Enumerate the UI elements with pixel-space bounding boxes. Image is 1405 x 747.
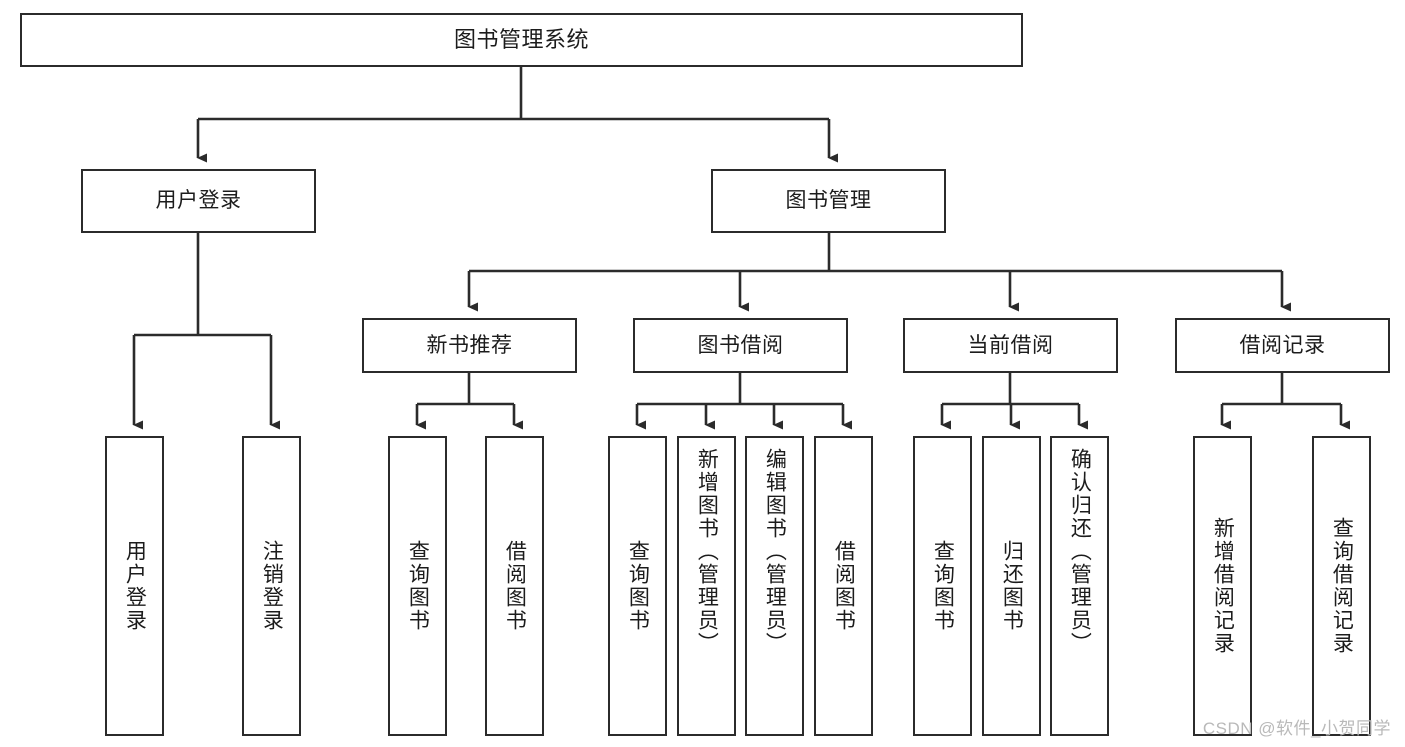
leaf-label: 确认归还（管理员） [1068, 448, 1092, 655]
leaf-label: 查询图书 [626, 540, 650, 632]
node-label: 图书借阅 [697, 333, 784, 357]
leaf-label: 查询借阅记录 [1330, 517, 1354, 655]
leaf-label: 归还图书 [1000, 540, 1024, 632]
leaf-label: 借阅图书 [832, 540, 856, 632]
leaf-book-borrow-borrow-book[interactable]: 借阅图书 [814, 436, 873, 736]
node-current-borrow[interactable]: 当前借阅 [903, 318, 1118, 373]
leaf-new-book-borrow-book[interactable]: 借阅图书 [485, 436, 544, 736]
leaf-book-borrow-query-book[interactable]: 查询图书 [608, 436, 667, 736]
csdn-watermark: CSDN @软件_小贺同学 [1202, 719, 1391, 738]
node-label: 当前借阅 [967, 333, 1054, 357]
node-book-borrow[interactable]: 图书借阅 [633, 318, 848, 373]
node-label: 图书管理系统 [453, 26, 589, 52]
node-book-management[interactable]: 图书管理 [711, 169, 946, 233]
leaf-user-login-login[interactable]: 用户登录 [105, 436, 164, 736]
node-borrow-record[interactable]: 借阅记录 [1175, 318, 1390, 373]
node-label: 新书推荐 [426, 333, 513, 357]
leaf-label: 新增借阅记录 [1211, 517, 1235, 655]
leaf-book-borrow-edit-book-admin[interactable]: 编辑图书（管理员） [745, 436, 804, 736]
leaf-book-borrow-add-book-admin[interactable]: 新增图书（管理员） [677, 436, 736, 736]
leaf-current-borrow-confirm-return-admin[interactable]: 确认归还（管理员） [1050, 436, 1109, 736]
node-label: 用户登录 [155, 189, 242, 213]
leaf-new-book-query-book[interactable]: 查询图书 [388, 436, 447, 736]
leaf-label: 注销登录 [260, 540, 284, 632]
leaf-label: 借阅图书 [503, 540, 527, 632]
leaf-borrow-record-query-record[interactable]: 查询借阅记录 [1312, 436, 1371, 736]
leaf-borrow-record-add-record[interactable]: 新增借阅记录 [1193, 436, 1252, 736]
leaf-current-borrow-query-book[interactable]: 查询图书 [913, 436, 972, 736]
leaf-label: 编辑图书（管理员） [763, 448, 787, 655]
leaf-label: 查询图书 [406, 540, 430, 632]
node-new-book-recommend[interactable]: 新书推荐 [362, 318, 577, 373]
leaf-label: 用户登录 [123, 540, 147, 632]
node-label: 图书管理 [785, 189, 872, 213]
node-label: 借阅记录 [1239, 333, 1326, 357]
leaf-user-login-logout[interactable]: 注销登录 [242, 436, 301, 736]
node-root-book-management-system[interactable]: 图书管理系统 [20, 13, 1023, 67]
leaf-label: 查询图书 [931, 540, 955, 632]
node-user-login[interactable]: 用户登录 [81, 169, 316, 233]
leaf-label: 新增图书（管理员） [695, 448, 719, 655]
leaf-current-borrow-return-book[interactable]: 归还图书 [982, 436, 1041, 736]
